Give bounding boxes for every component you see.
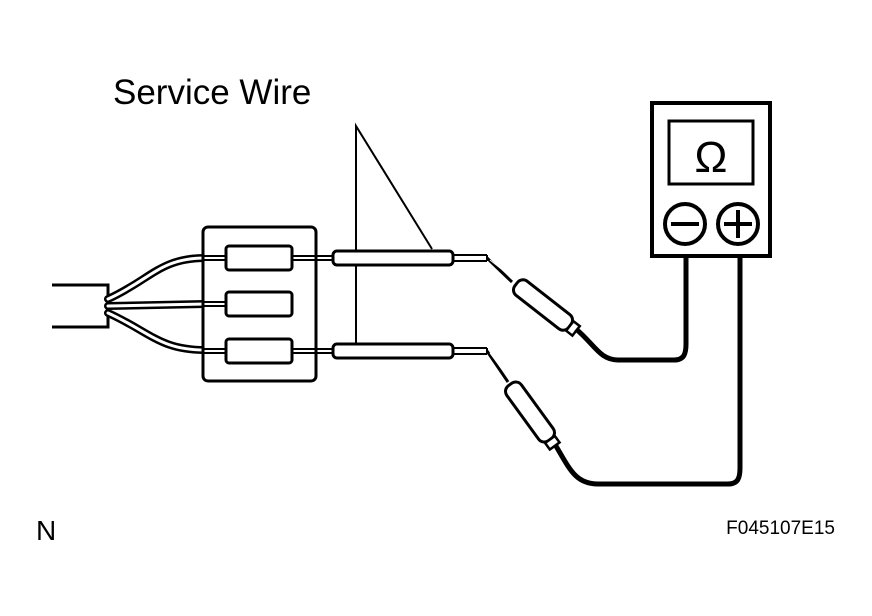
ohmmeter: Ω xyxy=(650,101,772,258)
plus-circle-icon xyxy=(716,202,760,246)
cable-sheath xyxy=(44,283,110,329)
figure-code: F045107E15 xyxy=(726,518,835,539)
service-wire-label: Service Wire xyxy=(113,73,311,112)
test-probe-negative xyxy=(485,243,689,363)
view-letter: N xyxy=(36,515,56,546)
connector-terminal-1 xyxy=(224,244,294,272)
minus-circle-icon xyxy=(663,202,707,246)
callout-leader-lines xyxy=(355,122,433,347)
test-probe-positive xyxy=(485,243,743,487)
ohm-symbol: Ω xyxy=(695,133,728,182)
service-wire-top xyxy=(316,249,488,267)
connector-terminal-3 xyxy=(224,337,294,365)
harness-wires xyxy=(104,254,209,354)
connector-terminal-2 xyxy=(224,290,294,318)
service-wire-bottom xyxy=(316,342,488,360)
connector-body xyxy=(201,225,318,383)
ohmmeter-display xyxy=(667,119,755,186)
